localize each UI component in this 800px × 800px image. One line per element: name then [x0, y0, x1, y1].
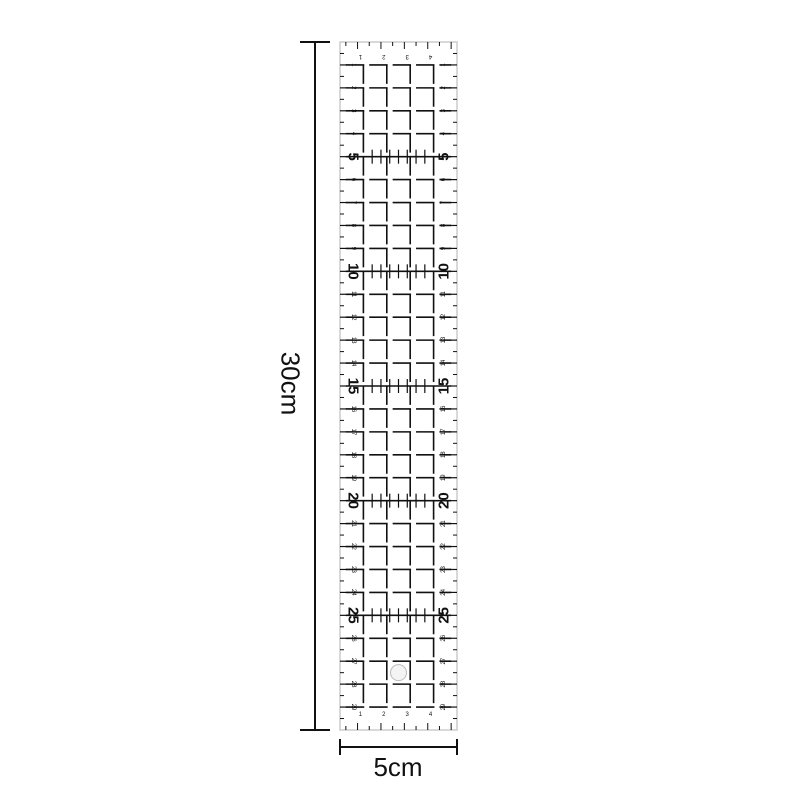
side-number-right: 1: [441, 63, 447, 67]
side-number-right: 10: [436, 263, 453, 280]
side-number-left: 27: [350, 658, 356, 665]
side-number-left: 16: [350, 406, 356, 413]
side-number-right: 11: [441, 290, 447, 297]
side-number-right: 16: [441, 405, 447, 412]
width-number-top: 1: [358, 53, 362, 59]
width-number-bottom: 4: [429, 712, 433, 718]
side-number-right: 8: [441, 223, 447, 227]
side-number-left: 3: [350, 109, 356, 113]
side-number-right: 24: [441, 588, 447, 595]
side-number-right: 29: [441, 703, 447, 710]
side-number-left: 7: [350, 201, 356, 205]
side-number-left: 19: [350, 474, 356, 481]
length-label: 30cm: [275, 351, 306, 416]
width-number-bottom: 2: [382, 712, 386, 718]
side-number-left: 5: [344, 152, 361, 160]
side-number-right: 2: [441, 86, 447, 90]
side-number-right: 20: [436, 492, 453, 509]
side-number-left: 9: [350, 247, 356, 251]
width-number-top: 3: [405, 53, 409, 59]
side-number-left: 8: [350, 224, 356, 228]
width-number-bottom: 3: [406, 712, 410, 718]
side-number-right: 26: [441, 634, 447, 641]
side-number-left: 4: [350, 132, 356, 136]
side-number-right: 5: [436, 152, 453, 160]
side-number-left: 25: [344, 607, 361, 624]
side-number-left: 29: [350, 704, 356, 711]
width-number-top: 2: [381, 53, 385, 59]
side-number-left: 22: [350, 543, 356, 550]
side-number-right: 4: [441, 131, 447, 135]
side-number-right: 14: [441, 359, 447, 366]
side-number-right: 22: [441, 543, 447, 550]
side-number-right: 7: [441, 200, 447, 204]
width-number-bottom: 1: [359, 712, 363, 718]
side-number-right: 17: [441, 428, 447, 435]
side-number-left: 24: [350, 589, 356, 596]
hanging-hole: [390, 664, 407, 682]
side-number-right: 19: [441, 474, 447, 481]
side-number-right: 27: [441, 657, 447, 664]
side-number-right: 6: [441, 177, 447, 181]
side-number-left: 17: [350, 429, 356, 436]
side-number-left: 11: [350, 291, 356, 298]
side-number-right: 23: [441, 565, 447, 572]
side-number-left: 28: [350, 681, 356, 688]
width-number-top: 4: [428, 53, 432, 59]
side-number-left: 21: [350, 520, 356, 527]
side-number-left: 13: [350, 337, 356, 344]
side-number-left: 2: [350, 86, 356, 90]
side-number-left: 15: [344, 378, 361, 395]
side-number-left: 20: [344, 492, 361, 509]
side-number-right: 28: [441, 680, 447, 687]
side-number-right: 12: [441, 313, 447, 320]
side-number-right: 18: [441, 451, 447, 458]
side-number-right: 3: [441, 108, 447, 112]
side-number-right: 9: [441, 246, 447, 250]
side-number-left: 10: [344, 263, 361, 280]
side-number-left: 18: [350, 451, 356, 458]
side-number-right: 13: [441, 336, 447, 343]
side-number-left: 23: [350, 566, 356, 573]
side-number-right: 21: [441, 520, 447, 527]
side-number-left: 26: [350, 635, 356, 642]
side-number-right: 25: [436, 607, 453, 624]
dimension-lines: [300, 41, 458, 755]
side-number-left: 1: [350, 63, 356, 67]
side-number-left: 14: [350, 360, 356, 367]
side-number-right: 15: [436, 378, 453, 395]
side-number-left: 12: [350, 314, 356, 321]
side-number-left: 6: [350, 178, 356, 182]
width-label: 5cm: [373, 752, 423, 782]
